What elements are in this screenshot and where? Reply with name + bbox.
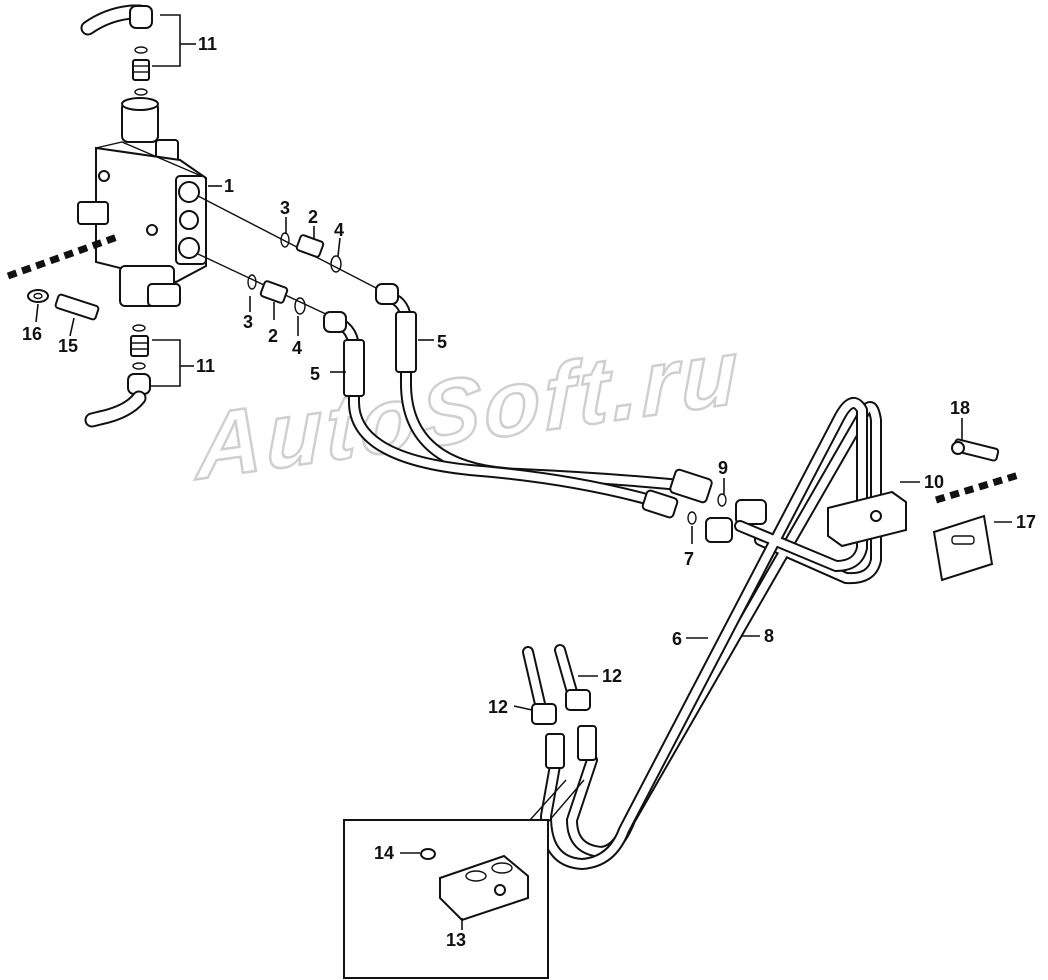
callout-4-upper: 4 (334, 220, 344, 240)
callout-16: 16 (22, 324, 42, 344)
callout-10: 10 (924, 472, 944, 492)
callout-5-lower: 5 (310, 364, 320, 384)
callout-1: 1 (224, 176, 234, 196)
callout-15: 15 (58, 336, 78, 356)
callout-11-lower: 11 (196, 356, 215, 376)
callout-13: 13 (446, 930, 466, 950)
callout-labels: 1 2 2 3 3 4 4 5 5 6 7 8 9 10 11 11 12 12… (22, 34, 1036, 950)
callout-3-upper: 3 (280, 198, 290, 218)
callout-8: 8 (764, 626, 774, 646)
callout-7: 7 (684, 549, 694, 569)
callout-17: 17 (1016, 512, 1036, 532)
lower-port-fittings (197, 253, 347, 333)
hoses-12 (522, 644, 597, 769)
callout-12-left: 12 (488, 697, 508, 717)
callout-12-right: 12 (602, 666, 622, 686)
callout-4-lower: 4 (292, 338, 302, 358)
bolt-and-plate (932, 438, 1000, 582)
right-coupling-fittings (641, 468, 767, 543)
control-valve (77, 97, 207, 307)
upper-port-fittings (197, 195, 399, 305)
callout-9: 9 (718, 458, 728, 478)
leader-lines (35, 14, 1012, 930)
callout-2-lower: 2 (268, 326, 278, 346)
lower-supply-hose-assembly (84, 324, 151, 428)
upper-supply-hose-assembly (80, 4, 153, 96)
callout-6: 6 (672, 629, 682, 649)
detail-inset (343, 779, 585, 979)
bolt-and-washer (27, 289, 100, 321)
mounting-indicator-left (6, 232, 122, 280)
callout-5-upper: 5 (437, 332, 447, 352)
callout-11-upper: 11 (198, 34, 217, 54)
hose-5-upper (380, 290, 696, 492)
pipes-6-8 (540, 397, 882, 870)
callout-3-lower: 3 (243, 312, 253, 332)
clamp-block (827, 490, 907, 548)
callout-14: 14 (374, 843, 394, 863)
callout-2-upper: 2 (308, 207, 318, 227)
mounting-indicator-right (934, 470, 1024, 504)
hose-5-lower (326, 314, 656, 506)
callout-18: 18 (950, 398, 970, 418)
